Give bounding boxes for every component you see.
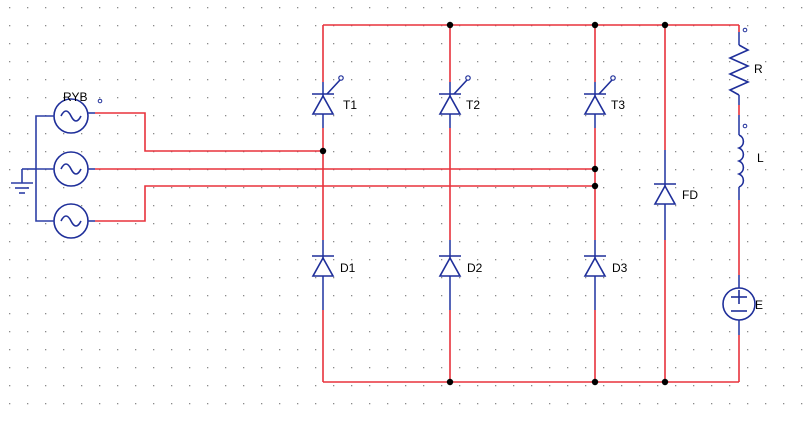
thyristor-t2-label: T2 bbox=[466, 98, 480, 112]
thyristor-t3-label: T3 bbox=[611, 98, 625, 112]
diode-d1[interactable]: D1 bbox=[311, 255, 356, 277]
resistor-r[interactable]: R bbox=[728, 27, 763, 105]
resistor-label: R bbox=[754, 62, 763, 76]
thyristor-t2[interactable]: T2 bbox=[438, 75, 480, 115]
diode-d2[interactable]: D2 bbox=[438, 255, 483, 277]
diode-d3-label: D3 bbox=[612, 261, 628, 275]
grid-dots bbox=[9, 7, 803, 405]
diode-d2-label: D2 bbox=[467, 261, 483, 275]
junction-nodes bbox=[319, 21, 669, 386]
diode-d3[interactable]: D3 bbox=[583, 255, 628, 277]
freewheel-diode-label: FD bbox=[682, 188, 698, 202]
dc-source-label: E bbox=[755, 298, 763, 312]
freewheel-diode[interactable]: FD bbox=[653, 183, 698, 205]
source-label: RYB bbox=[63, 90, 87, 104]
dc-source-e[interactable]: E bbox=[722, 287, 763, 321]
inductor-label: L bbox=[757, 151, 764, 165]
wires bbox=[95, 24, 740, 383]
ground-icon bbox=[11, 169, 33, 194]
component-leads bbox=[322, 82, 740, 335]
diode-d1-label: D1 bbox=[340, 261, 356, 275]
thyristor-t1-label: T1 bbox=[343, 98, 357, 112]
thyristor-t1[interactable]: T1 bbox=[311, 75, 357, 115]
three-phase-source[interactable]: RYB bbox=[22, 90, 103, 239]
inductor-l[interactable]: L bbox=[736, 115, 764, 200]
thyristor-t3[interactable]: T3 bbox=[583, 75, 625, 115]
